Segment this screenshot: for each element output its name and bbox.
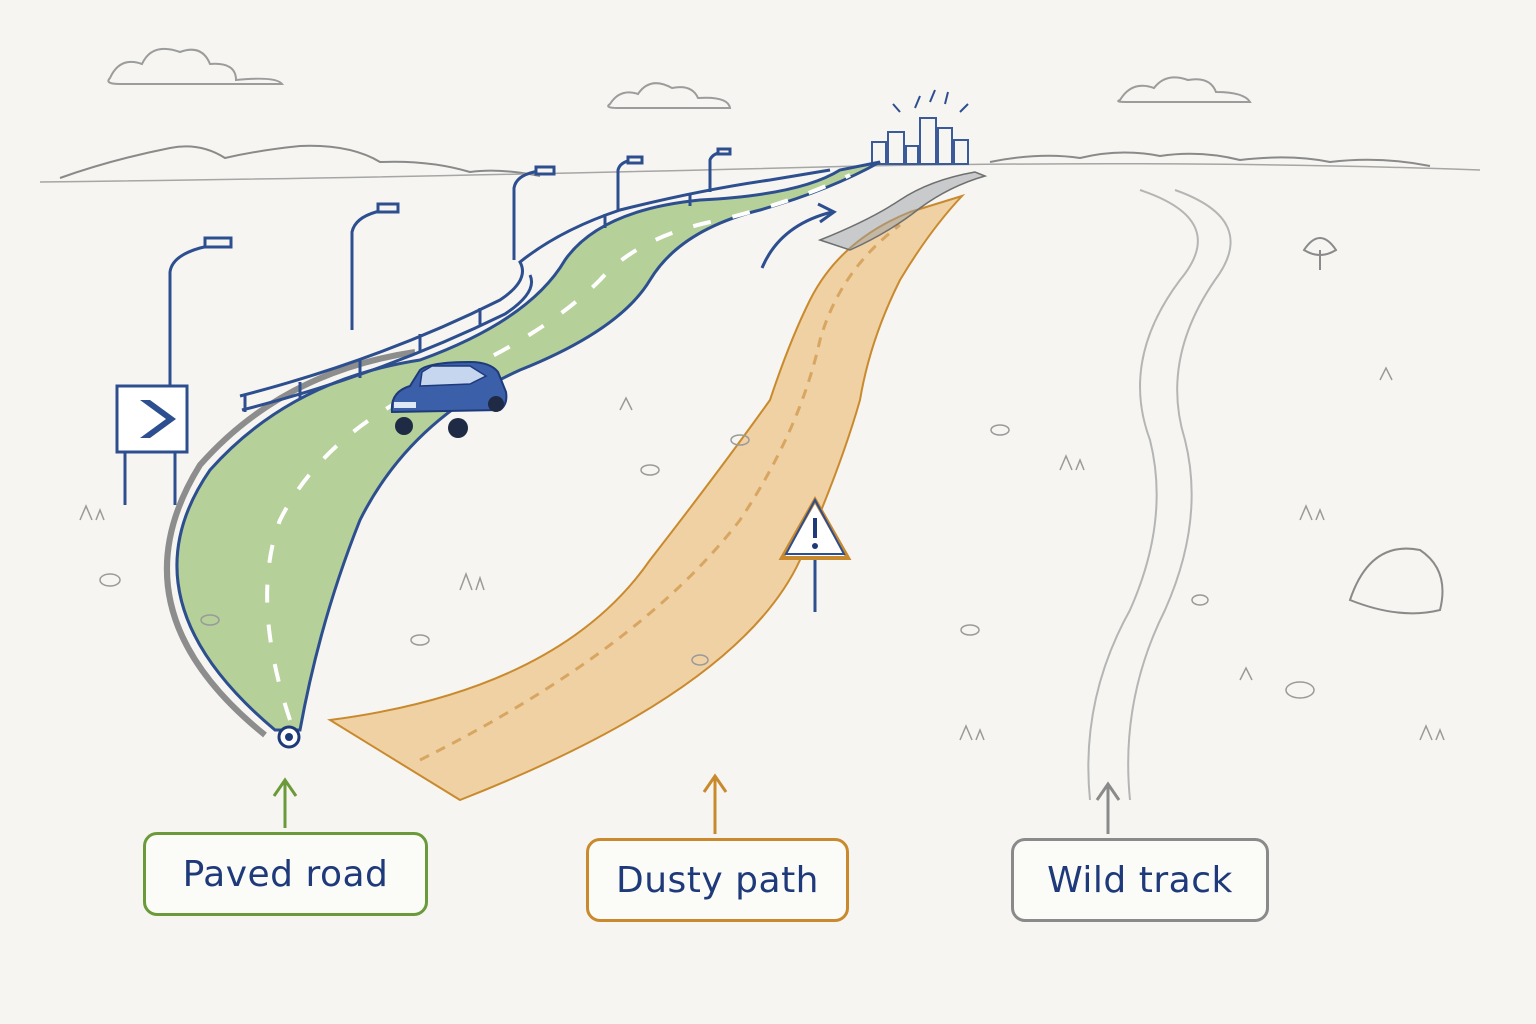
paved-road-label-text: Paved road bbox=[183, 854, 389, 895]
dusty-path-label: Dusty path bbox=[586, 838, 849, 922]
wild-track-label-text: Wild track bbox=[1047, 860, 1233, 901]
wild-track-label: Wild track bbox=[1011, 838, 1269, 922]
paved-road-label: Paved road bbox=[143, 832, 428, 916]
dusty-path-label-text: Dusty path bbox=[616, 860, 819, 901]
start-point-icon bbox=[279, 727, 299, 747]
